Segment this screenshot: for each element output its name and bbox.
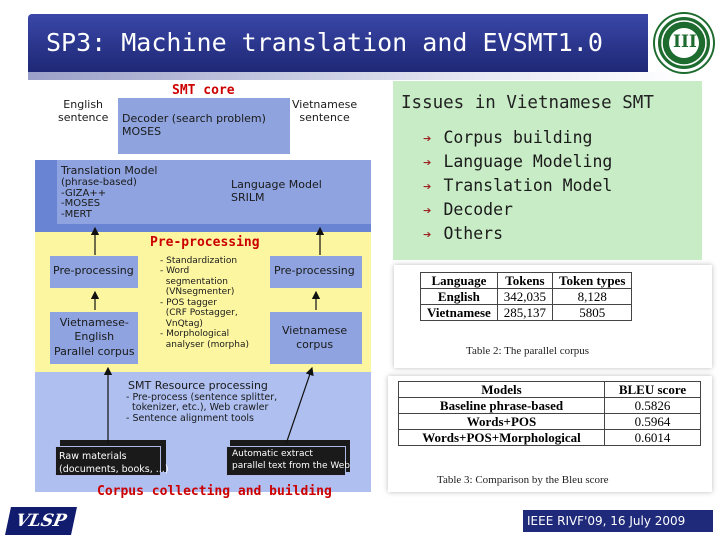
parallel-corpus-box: Vietnamese- English Parallel corpus [50, 312, 138, 364]
table3-caption: Table 3: Comparison by the Bleu score [437, 474, 609, 486]
table-cell: 0.5826 [604, 397, 701, 414]
issues-title: Issues in Vietnamese SMT [401, 93, 654, 113]
arrow-right-icon: ➔ [423, 227, 432, 243]
corpus-section-label: Corpus collecting and building [97, 484, 332, 499]
parallel-corpus-table: Language Tokens Token types English 342,… [420, 272, 633, 321]
table-cell: Words+POS+Morphological [398, 429, 605, 446]
decoder-box: Decoder (search problem) MOSES [118, 98, 290, 154]
logo-text: III [673, 32, 697, 52]
translation-model-items: (phrase-based) -GIZA++ -MOSES -MERT [61, 177, 137, 220]
issue-item: ➔Translation Model [423, 176, 613, 195]
table-cell: 0.5964 [604, 413, 701, 430]
table-row: Words+POS 0.5964 [398, 413, 701, 430]
auto-extract-label: Automatic extract parallel text from the… [232, 449, 351, 471]
table-cell: Words+POS [398, 413, 605, 430]
language-model-label: Language Model SRILM [231, 178, 322, 205]
table-header-cell: Language [420, 272, 498, 289]
smt-core-label: SMT core [172, 83, 235, 98]
table-header-cell: BLEU score [604, 381, 701, 398]
table-header-cell: Models [398, 381, 605, 398]
auto-extract-box: Automatic extract parallel text from the… [226, 446, 350, 476]
table-header-row: Models BLEU score [398, 381, 701, 398]
table-header-cell: Token types [552, 272, 633, 289]
raw-materials-box: Raw materials (documents, books, ...) [55, 446, 169, 476]
parallel-corpus-label: Vietnamese- English Parallel corpus [54, 316, 135, 358]
table-row: Vietnamese 285,137 5805 [420, 304, 633, 321]
issue-item: ➔Corpus building [423, 128, 593, 147]
resource-items: - Pre-process (sentence splitter, tokeni… [126, 392, 278, 424]
table-cell: 342,035 [496, 288, 554, 305]
issues-panel: Issues in Vietnamese SMT ➔Corpus buildin… [393, 81, 702, 260]
preprocessing-left-box: Pre-processing [50, 256, 138, 288]
table-cell: 285,137 [496, 304, 554, 321]
table-row: Baseline phrase-based 0.5826 [398, 397, 701, 414]
preprocessing-section-label: Pre-processing [150, 235, 260, 250]
vietnamese-sentence: Vietnamese sentence [292, 98, 358, 125]
university-logo: III [655, 14, 713, 72]
footer-event: IEEE RIVF'09, 16 July 2009 [523, 510, 713, 532]
preprocessing-right-label: Pre-processing [274, 264, 355, 277]
title-banner: SP3: Machine translation and EVSMT1.0 [28, 14, 688, 80]
table-row: Words+POS+Morphological 0.6014 [398, 429, 701, 446]
bleu-score-table: Models BLEU score Baseline phrase-based … [398, 381, 701, 446]
translation-model-title: Translation Model [61, 164, 158, 177]
issue-item: ➔Language Modeling [423, 152, 613, 171]
arrow-right-icon: ➔ [423, 155, 432, 171]
resource-title: SMT Resource processing [128, 379, 268, 392]
table2-caption: Table 2: The parallel corpus [466, 345, 590, 357]
issue-item: ➔Others [423, 224, 504, 243]
table-header-cell: Tokens [496, 272, 554, 289]
table-header-row: Language Tokens Token types [420, 272, 633, 289]
table-cell: Vietnamese [420, 304, 498, 321]
logo-emblem-icon [661, 20, 707, 66]
translation-model-box: Translation Model (phrase-based) -GIZA++… [57, 160, 213, 224]
vietnamese-corpus-label: Vietnamese corpus [282, 324, 348, 352]
table-cell: English [420, 288, 498, 305]
table-row: English 342,035 8,128 [420, 288, 633, 305]
arrow-right-icon: ➔ [423, 131, 432, 147]
decoder-label: Decoder (search problem) MOSES [122, 112, 266, 139]
table-cell: 8,128 [552, 288, 633, 305]
preprocessing-right-box: Pre-processing [270, 256, 362, 288]
slide-title: SP3: Machine translation and EVSMT1.0 [46, 28, 603, 57]
language-model-box: Language Model SRILM [213, 160, 371, 224]
preprocessing-steps: - Standardization - Word segmentation (V… [160, 256, 249, 350]
table-cell: Baseline phrase-based [398, 397, 605, 414]
arrow-up-auto-extract [285, 366, 314, 445]
vlsp-logo: VLSP [5, 507, 77, 535]
table-cell: 0.6014 [604, 429, 701, 446]
arrow-right-icon: ➔ [423, 179, 432, 195]
raw-materials-label: Raw materials (documents, books, ...) [59, 451, 169, 476]
english-sentence: English sentence [58, 98, 109, 125]
preprocessing-left-label: Pre-processing [53, 264, 134, 277]
issue-item: ➔Decoder [423, 200, 513, 219]
table-cell: 5805 [552, 304, 633, 321]
vietnamese-corpus-box: Vietnamese corpus [270, 312, 362, 364]
arrow-right-icon: ➔ [423, 203, 432, 219]
